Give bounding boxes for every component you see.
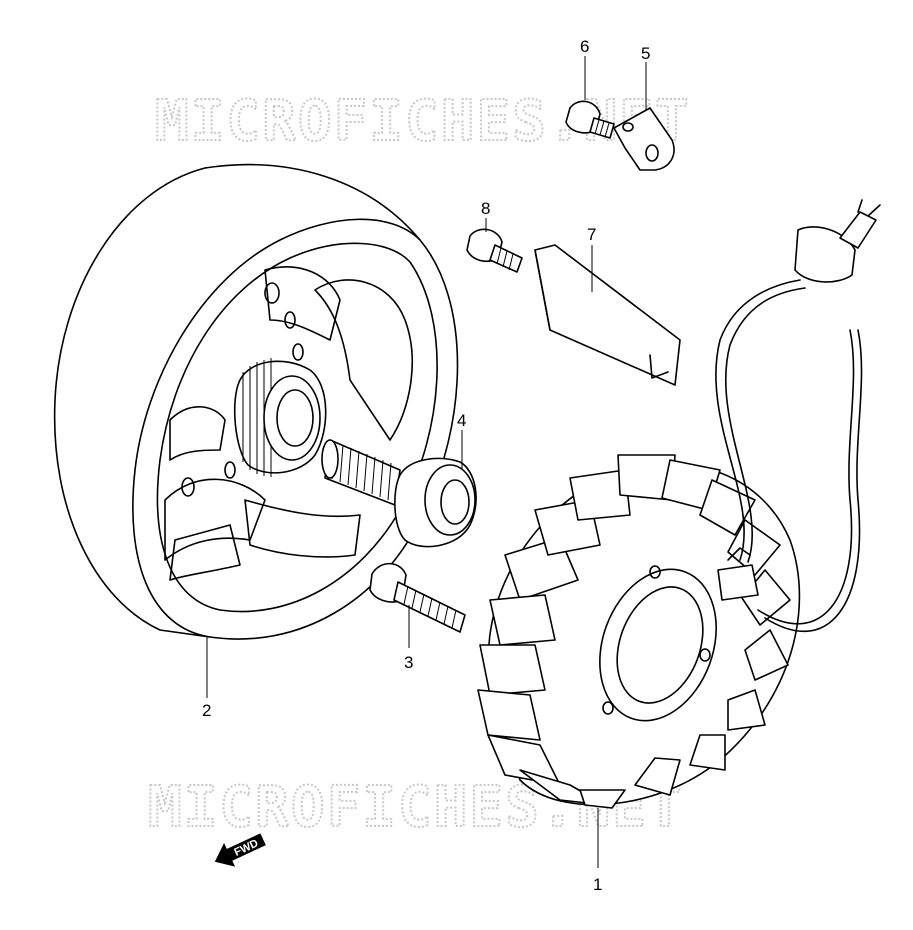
flywheel-rotor	[53, 163, 459, 640]
fwd-label: FWD	[232, 837, 260, 858]
rotor-hub	[233, 358, 327, 477]
flywheel-bolt	[321, 439, 477, 548]
callout-1: 1	[593, 875, 602, 894]
stator-bolt	[369, 562, 466, 633]
watermark-top: MICROFICHES.NET	[155, 89, 691, 154]
lead-wire	[715, 199, 881, 633]
callout-2: 2	[202, 701, 211, 720]
lead-bracket	[534, 244, 681, 386]
callout-3: 3	[404, 653, 413, 672]
leader-lines	[206, 56, 647, 868]
callout-8: 8	[481, 199, 490, 218]
bracket-bolt	[466, 228, 523, 273]
callout-7: 7	[587, 225, 596, 244]
callout-6: 6	[580, 37, 589, 56]
clamp-bolt	[565, 100, 615, 139]
wire-clamp	[613, 107, 675, 171]
stator-coil	[477, 454, 801, 809]
callout-4: 4	[457, 411, 466, 430]
callout-5: 5	[641, 44, 650, 63]
